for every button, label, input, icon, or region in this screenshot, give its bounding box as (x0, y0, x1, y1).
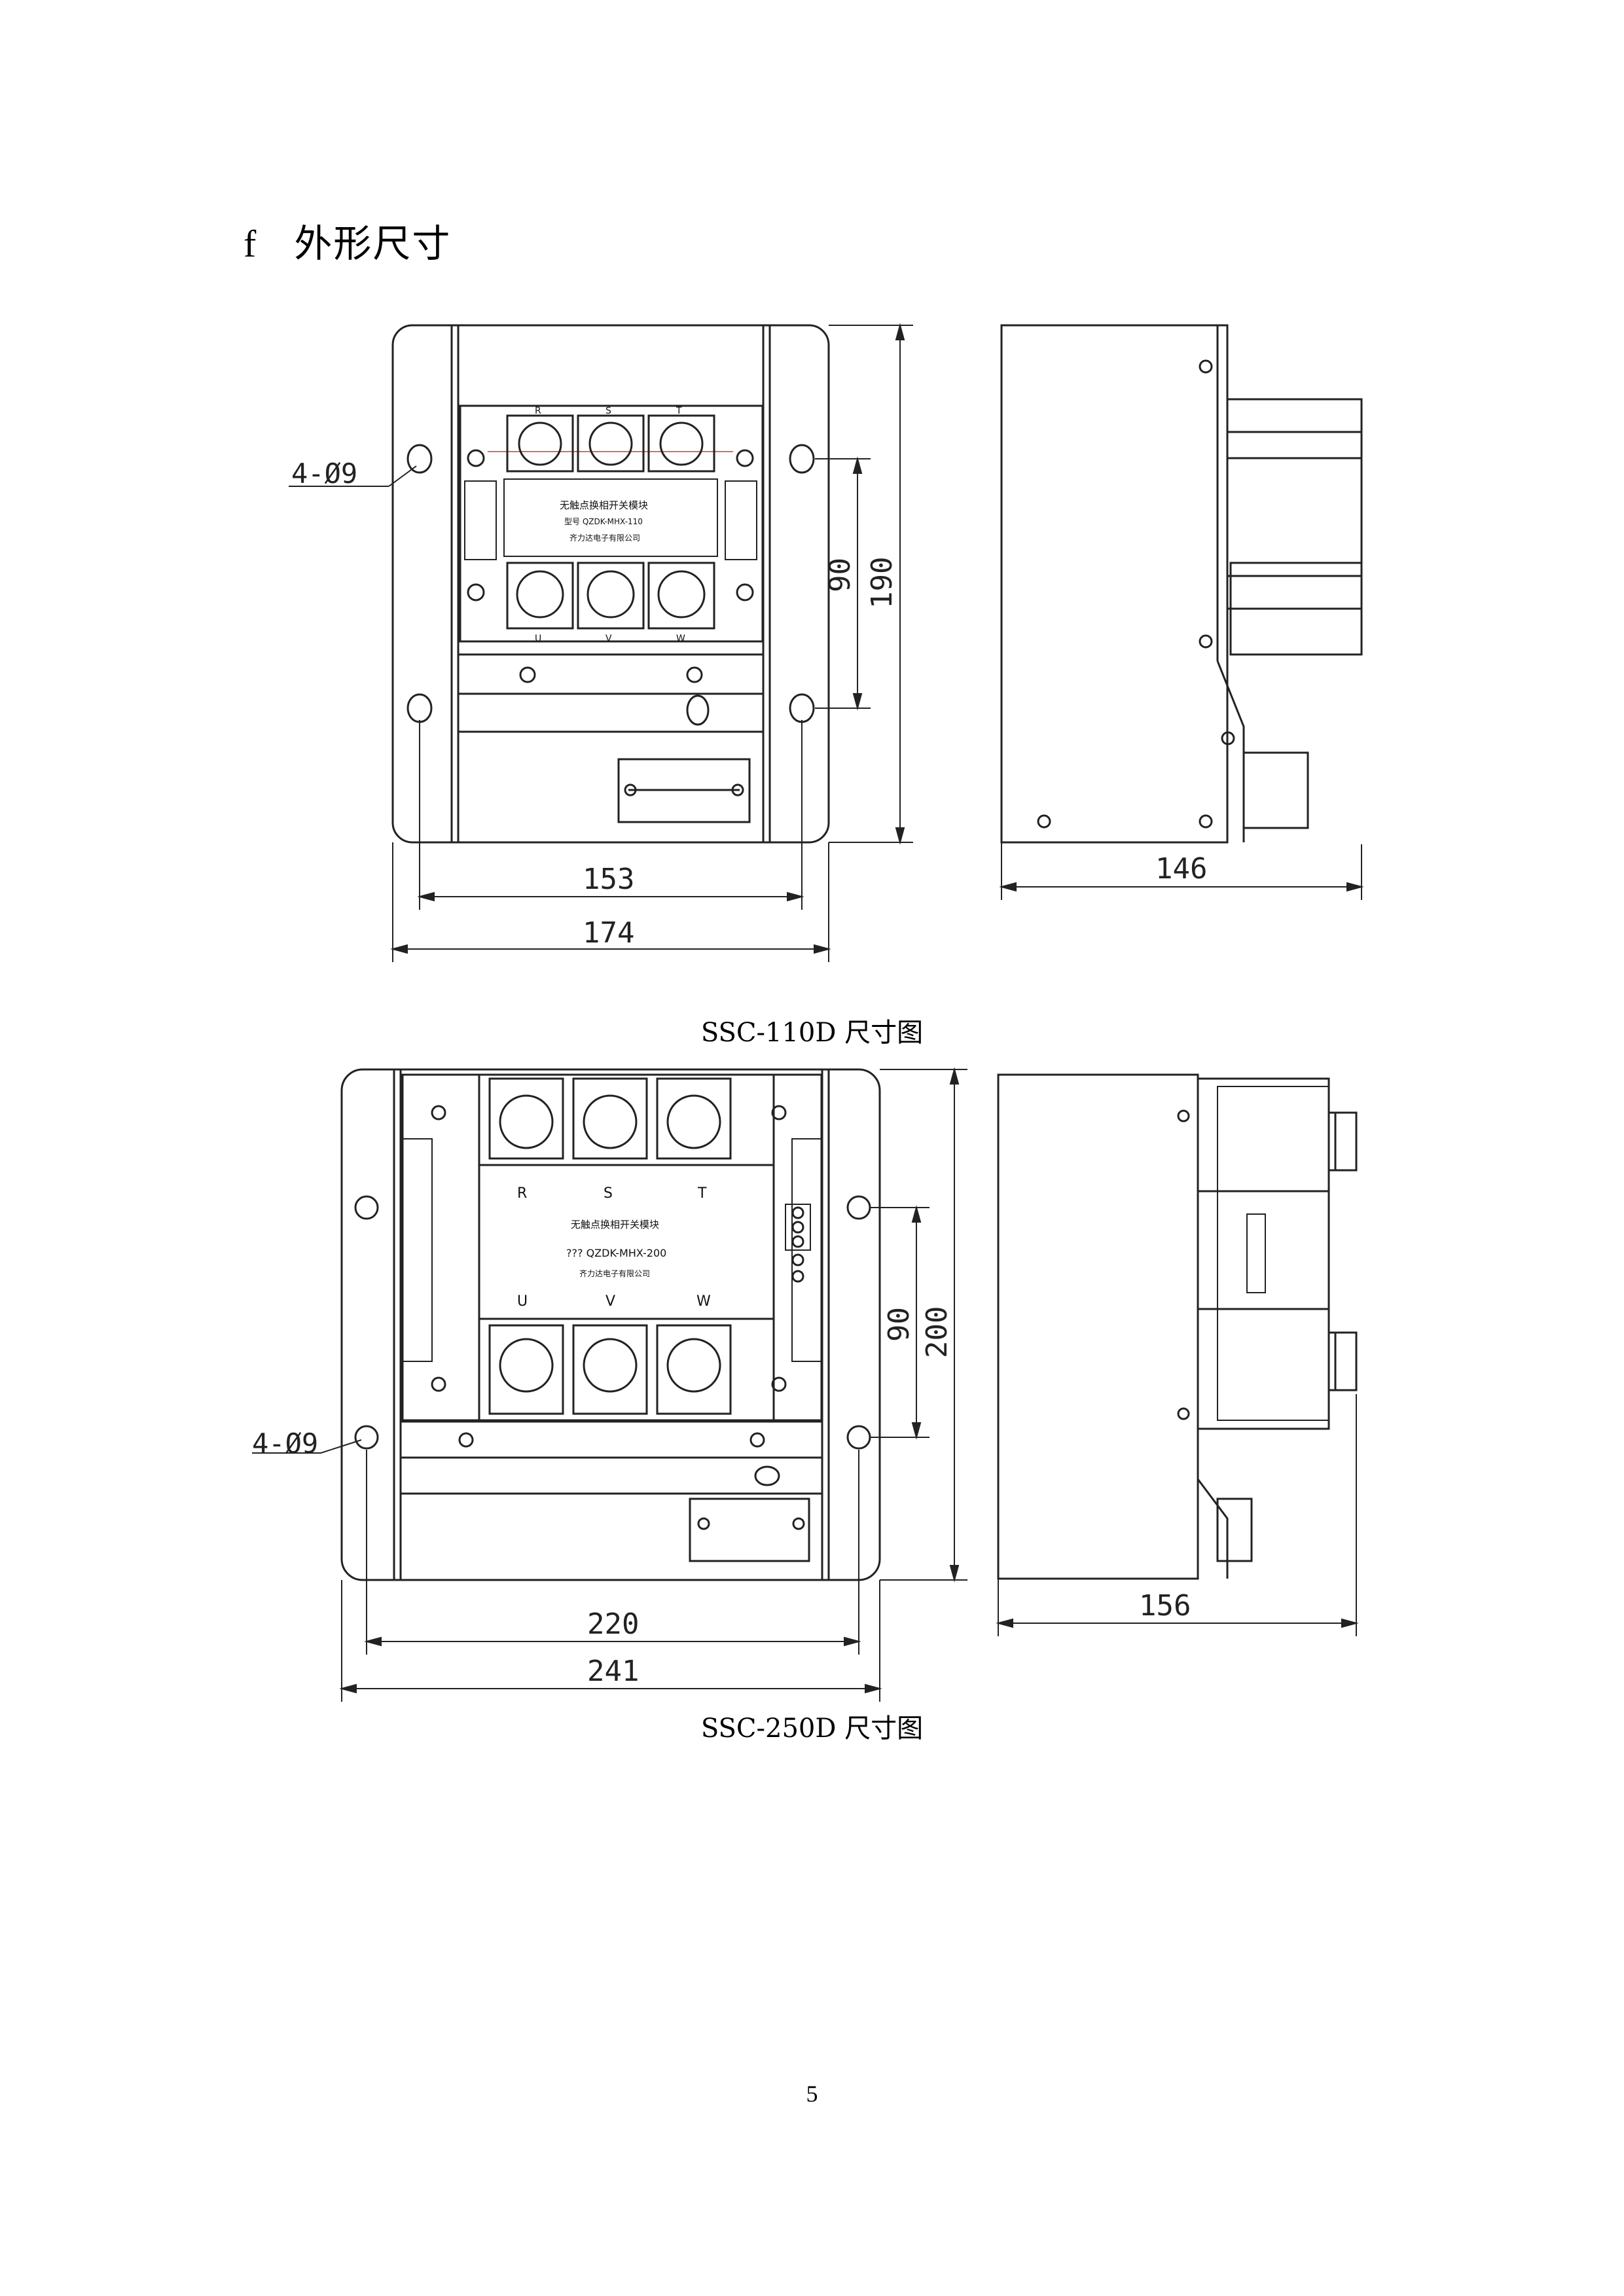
fig1-terminal-t: T (676, 406, 682, 416)
figure-caption-110d: SSC-110D 尺寸图 (700, 1018, 924, 1048)
fig2-terminal-w: W (696, 1293, 711, 1310)
fig2-terminal-t: T (697, 1185, 707, 1202)
fig2-terminal-v: V (605, 1293, 615, 1310)
fig1-model: 型号 QZDK-MHX-110 (564, 517, 643, 526)
fig2-hole-note: 4-Ø9 (252, 1427, 318, 1460)
fig2-dim-side-depth: 156 (1139, 1589, 1191, 1623)
fig1-module-name: 无触点换相开关模块 (560, 499, 648, 511)
fig2-terminal-u: U (517, 1293, 528, 1310)
fig1-dim-height: 190 (865, 557, 899, 609)
figure-110d-front-view (289, 324, 830, 844)
fig1-terminal-u: U (535, 634, 541, 644)
fig2-maker: 齐力达电子有限公司 (579, 1268, 650, 1278)
fig1-terminal-r: R (535, 406, 541, 416)
section-title: 外形尺寸 (294, 221, 452, 266)
figure-110d-dimensions (390, 323, 913, 962)
figure-110d-side-view (1000, 324, 1363, 844)
fig1-hole-note: 4-Ø9 (291, 457, 357, 490)
fig2-terminal-r: R (517, 1185, 527, 1202)
fig1-dim-hole-pitch: 90 (823, 558, 857, 592)
fig2-dim-inner-width: 220 (587, 1607, 639, 1641)
figure-250d-dimensions (339, 1067, 967, 1702)
fig1-dim-outer-width: 174 (583, 916, 634, 950)
figure-250d-side-dimension (996, 1394, 1359, 1636)
figure-caption-250d: SSC-250D 尺寸图 (700, 1713, 924, 1744)
fig2-module-name: 无触点换相开关模块 (571, 1219, 659, 1230)
fig1-terminal-v: V (605, 634, 612, 644)
fig2-dim-height: 200 (920, 1306, 954, 1358)
fig1-terminal-w: W (676, 634, 685, 644)
fig2-model: ??? QZDK-MHX-200 (566, 1247, 666, 1259)
fig1-maker: 齐力达电子有限公司 (569, 533, 640, 543)
fig1-terminal-s: S (605, 406, 611, 416)
figure-250d-side-view (997, 1073, 1358, 1580)
fig1-dim-inner-width: 153 (583, 863, 634, 896)
section-heading: f 外形尺寸 (244, 213, 451, 268)
figure-250d-front-view (252, 1068, 881, 1581)
fig2-terminal-s: S (604, 1185, 613, 1202)
page-number: 5 (806, 2081, 818, 2107)
fig2-dim-outer-width: 241 (587, 1655, 639, 1688)
figure-110d-side-dimension (999, 842, 1364, 900)
fig2-dim-hole-pitch: 90 (882, 1307, 916, 1342)
section-letter: f (244, 223, 258, 265)
fig1-dim-side-depth: 146 (1155, 852, 1207, 886)
